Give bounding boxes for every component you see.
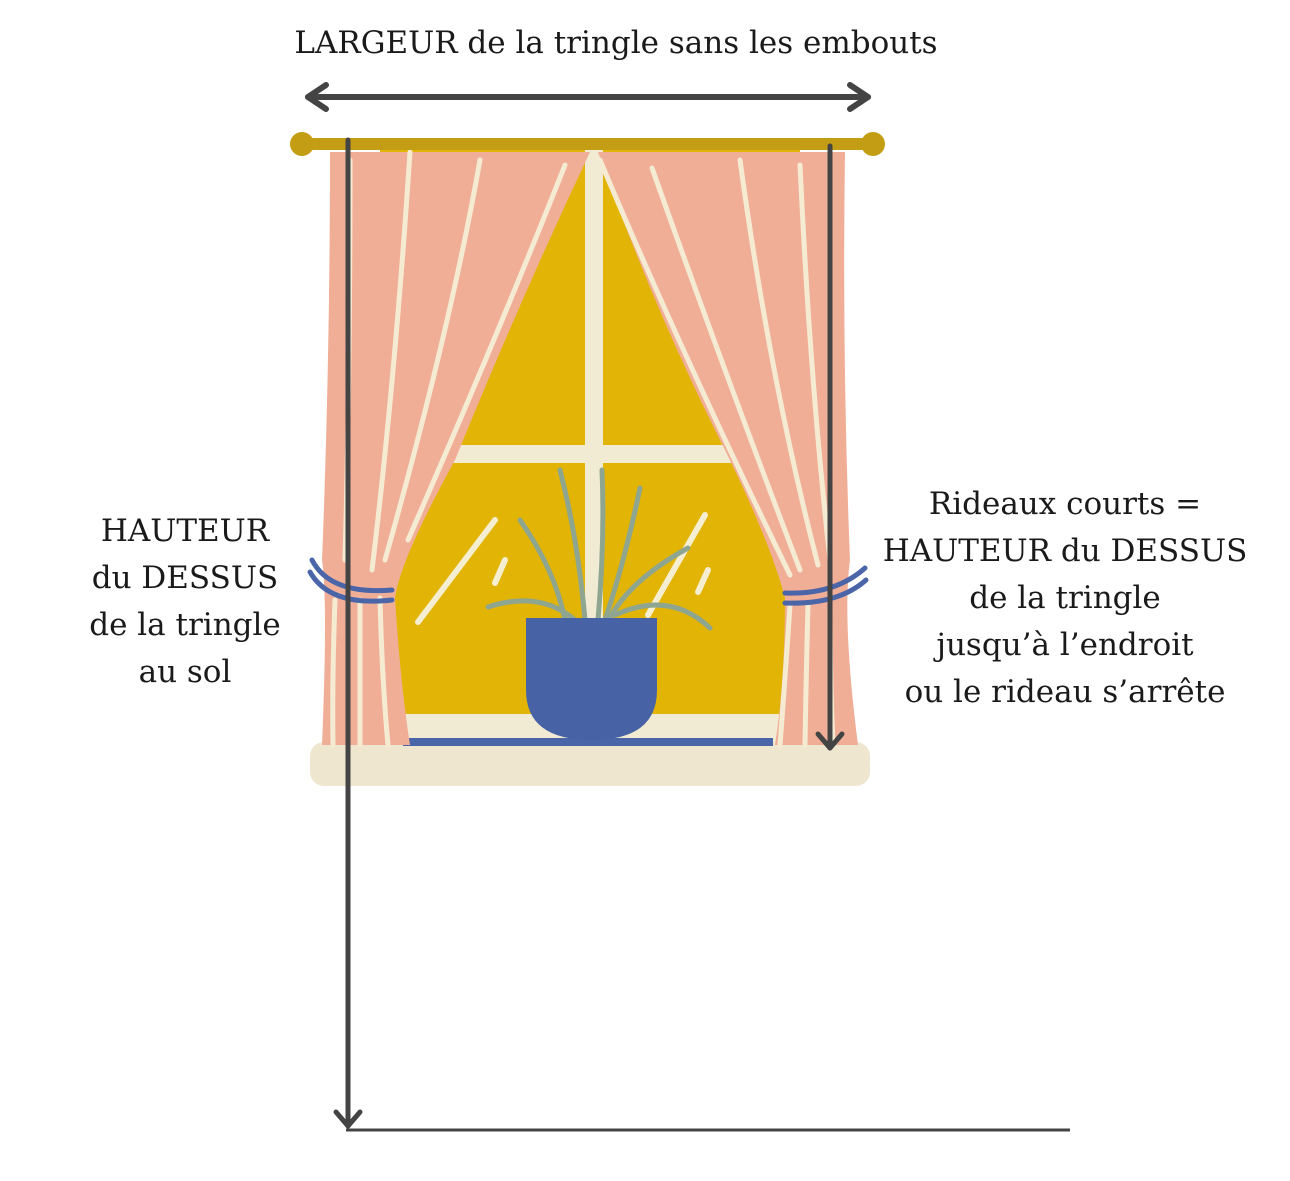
right-curtain-folds — [597, 157, 836, 748]
floor-height-label-line: au sol — [138, 654, 232, 690]
short-curtain-label-line: de la tringle — [969, 580, 1161, 616]
short-curtain-label-line: HAUTEUR du DESSUS — [882, 533, 1248, 569]
floor-height-label-line: HAUTEUR — [100, 513, 270, 549]
short-curtain-label-line: Rideaux courts = — [928, 486, 1202, 522]
short-curtain-arrow — [815, 143, 845, 751]
window-transom — [380, 445, 800, 463]
short-curtain-label-line: ou le rideau s’arrête — [904, 674, 1226, 710]
plant-leaves — [485, 467, 713, 631]
rod-finial-right — [861, 132, 885, 156]
short-curtain-label: Rideaux courts = HAUTEUR du DESSUS de la… — [870, 481, 1260, 716]
floor-height-label-line: du DESSUS — [91, 560, 279, 596]
left-curtain — [322, 152, 590, 745]
curtain-rod — [302, 138, 874, 150]
plant-pot — [526, 618, 657, 740]
rod-finial-left — [290, 132, 314, 156]
sill-shadow — [403, 738, 773, 746]
floor-height-arrow — [333, 137, 363, 1129]
floor-height-label-line: de la tringle — [89, 607, 281, 643]
width-label: LARGEUR de la tringle sans les embouts — [294, 25, 938, 61]
width-arrow — [305, 82, 871, 112]
left-tieback — [307, 557, 395, 604]
floor-height-label: HAUTEUR du DESSUS de la tringle au sol — [70, 508, 300, 696]
short-curtain-label-line: jusqu’à l’endroit — [936, 627, 1194, 663]
window-sill — [310, 742, 870, 786]
glass-shine — [415, 512, 711, 625]
